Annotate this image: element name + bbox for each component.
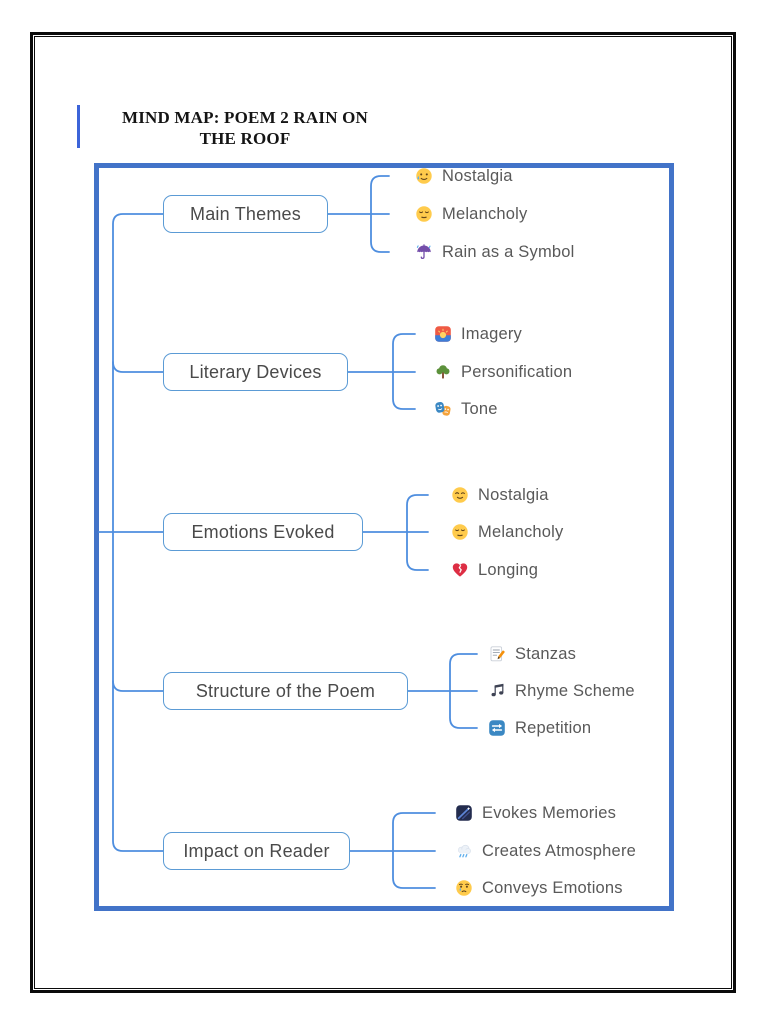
map-node-impact-on-reader: Impact on Reader xyxy=(163,832,350,870)
map-node-literary-devices: Literary Devices xyxy=(163,353,348,391)
map-child-label: Personification xyxy=(461,362,573,381)
map-child-item: Repetition xyxy=(488,715,591,741)
map-child-label: Nostalgia xyxy=(478,485,549,504)
page-border xyxy=(30,32,736,993)
umbrella-with-rain-icon xyxy=(415,243,433,261)
smiling-face-with-tear-icon xyxy=(415,167,433,185)
map-node-emotions-evoked: Emotions Evoked xyxy=(163,513,363,551)
map-child-label: Tone xyxy=(461,399,498,418)
performing-arts-masks-icon xyxy=(434,400,452,418)
map-child-label: Creates Atmosphere xyxy=(482,841,637,860)
pensive-face-icon xyxy=(451,523,469,541)
map-node-main-themes: Main Themes xyxy=(163,195,328,233)
sunrise-icon xyxy=(434,325,452,343)
map-child-label: Evokes Memories xyxy=(482,803,617,822)
memo-icon xyxy=(488,645,506,663)
map-child-item: Personification xyxy=(434,359,572,385)
map-child-label: Imagery xyxy=(461,324,523,343)
tree-icon xyxy=(434,363,452,381)
map-child-item: Stanzas xyxy=(488,641,576,667)
map-child-item: Evokes Memories xyxy=(455,800,616,826)
map-child-label: Nostalgia xyxy=(442,166,513,185)
pensive-face-icon xyxy=(415,205,433,223)
map-child-item: Melancholy xyxy=(415,201,527,227)
map-child-item: Rain as a Symbol xyxy=(415,239,575,265)
relieved-face-icon xyxy=(451,486,469,504)
map-child-item: Creates Atmosphere xyxy=(455,838,636,864)
musical-notes-icon xyxy=(488,682,506,700)
cloud-with-rain-icon xyxy=(455,842,473,860)
map-child-item: Longing xyxy=(451,557,538,583)
map-child-item: Nostalgia xyxy=(451,482,549,508)
shooting-star-icon xyxy=(455,804,473,822)
map-child-item: Melancholy xyxy=(451,519,563,545)
map-child-label: Stanzas xyxy=(515,644,577,663)
map-child-label: Repetition xyxy=(515,718,592,737)
page-border-inner xyxy=(34,36,732,989)
map-child-label: Melancholy xyxy=(478,522,564,541)
crying-face-icon xyxy=(455,879,473,897)
map-node-structure-of-the-poem: Structure of the Poem xyxy=(163,672,408,710)
map-child-item: Conveys Emotions xyxy=(455,875,623,901)
map-child-label: Longing xyxy=(478,560,539,579)
broken-heart-icon xyxy=(451,561,469,579)
map-child-label: Melancholy xyxy=(442,204,528,223)
map-child-label: Rain as a Symbol xyxy=(442,242,575,261)
map-child-label: Rhyme Scheme xyxy=(515,681,635,700)
map-child-item: Tone xyxy=(434,396,498,422)
map-child-label: Conveys Emotions xyxy=(482,878,623,897)
map-child-item: Rhyme Scheme xyxy=(488,678,635,704)
title-accent-bar xyxy=(77,105,80,148)
repeat-button-icon xyxy=(488,719,506,737)
map-child-item: Nostalgia xyxy=(415,163,513,189)
map-child-item: Imagery xyxy=(434,321,522,347)
page-title: MIND MAP: POEM 2 RAIN ON THE ROOF xyxy=(121,108,369,148)
